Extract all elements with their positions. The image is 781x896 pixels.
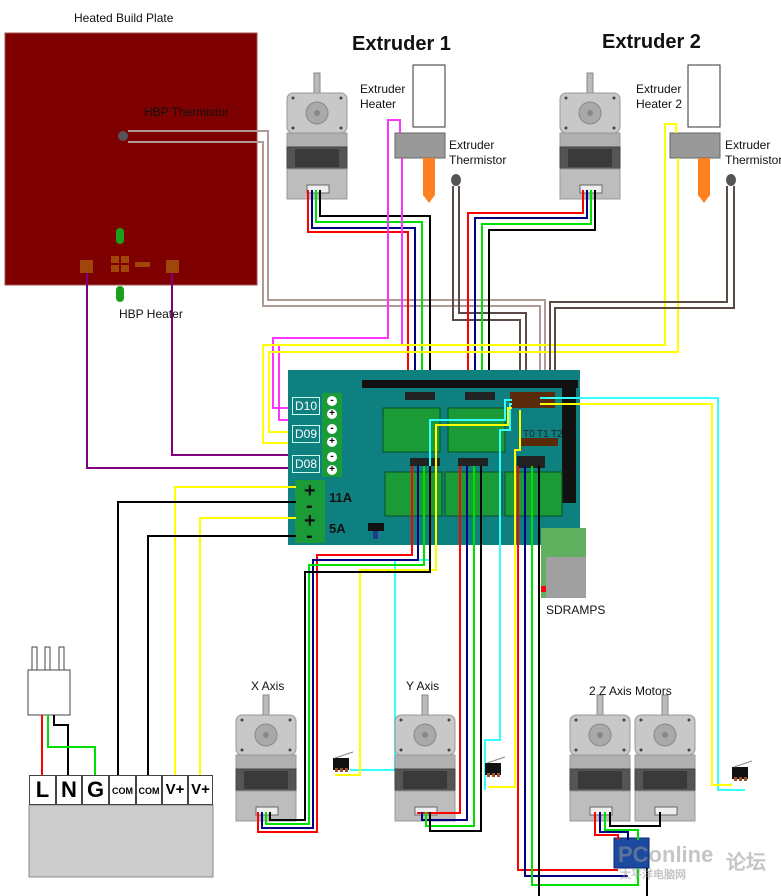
led-icon <box>116 286 124 302</box>
psu-terminal-l: L <box>29 775 56 805</box>
psu-terminal-vplus-1: V+ <box>162 775 188 805</box>
watermark-suffix: 论坛 <box>726 852 766 874</box>
z-axis-stepper-motor-1 <box>569 694 631 822</box>
z-axis-stepper-motor-2 <box>634 694 696 822</box>
power-supply <box>28 804 214 878</box>
stepper-driver <box>384 471 443 517</box>
psu-terminal-com-1: COM <box>109 775 136 805</box>
d09-minus: - <box>327 424 337 434</box>
extruder2-thermistor-label-line2: Thermistor <box>725 153 781 167</box>
hbp-pad-right <box>166 260 179 273</box>
extruder2-thermistor-label-line1: Extruder <box>725 138 771 152</box>
extruder1-thermistor <box>451 174 461 186</box>
watermark-sub: 太平洋电脑网 <box>620 869 686 881</box>
thermistor-t0-label: T0 <box>523 429 535 440</box>
thermistor-t2-label: T2 <box>551 429 563 440</box>
power-plug <box>27 669 71 716</box>
d10-plus: + <box>327 409 337 419</box>
stepper-driver <box>504 471 563 517</box>
extruder1-thermistor-label-line2: Thermistor <box>449 153 507 167</box>
x-axis-stepper-motor <box>235 694 297 822</box>
output-label-d10: D10 <box>292 397 320 415</box>
heated-build-plate-label: Heated Build Plate <box>74 11 174 25</box>
extruder1-stepper-motor <box>286 72 348 200</box>
extruder1-heater-label-line1: Extruder <box>360 82 406 96</box>
psu-terminal-n: N <box>56 775 82 805</box>
psu-terminal-g: G <box>82 775 109 805</box>
extruder2-heater-label-line2: Heater 2 <box>636 97 683 111</box>
extruder2-title: Extruder 2 <box>602 31 701 53</box>
y-axis-label: Y Axis <box>406 679 440 693</box>
extruder2-heater-block <box>669 132 721 159</box>
d10-minus: - <box>327 396 337 406</box>
heated-build-plate <box>4 32 258 286</box>
output-label-d08: D08 <box>292 455 320 473</box>
hbp-pad-left <box>80 260 93 273</box>
y-endstop-switch <box>484 756 506 778</box>
power-5a-minus: - <box>306 525 313 547</box>
hbp-thermistor-icon <box>118 131 128 141</box>
psu-terminal-vplus-2: V+ <box>188 775 213 805</box>
extruder1-hotend <box>412 64 446 128</box>
stepper-driver <box>382 407 441 453</box>
d08-minus: - <box>327 452 337 462</box>
stepper-driver <box>447 407 506 453</box>
extruder2-heater-label-line1: Extruder <box>636 82 682 96</box>
x-axis-label: X Axis <box>251 679 285 693</box>
d08-plus: + <box>327 465 337 475</box>
extruder2-thermistor <box>726 174 736 186</box>
led-icon <box>116 228 124 244</box>
extruder2-thermistor-label: Extruder Thermistor <box>725 138 781 168</box>
psu-terminal-com-2: COM <box>136 775 162 805</box>
power-11a-label: 11A <box>329 490 353 505</box>
hbp-thermistor-label: HBP Thermistor <box>144 105 229 119</box>
z-axis-label: 2 Z Axis Motors <box>589 684 672 698</box>
y-axis-stepper-motor <box>394 694 456 822</box>
z-endstop-switch <box>731 760 753 782</box>
extruder1-heater-block <box>394 132 446 159</box>
extruder1-thermistor-label: Extruder Thermistor <box>449 138 506 168</box>
thermistor-t1-label: T1 <box>537 429 549 440</box>
extruder1-heater-label-line2: Heater <box>360 97 397 111</box>
hbp-heater-label: HBP Heater <box>119 307 183 321</box>
extruder2-stepper-motor <box>559 72 621 200</box>
d09-plus: + <box>327 437 337 447</box>
power-5a-label: 5A <box>329 521 346 536</box>
power-11a-minus: - <box>306 495 313 517</box>
power-5a-plus: + <box>304 510 316 532</box>
extruder2-hotend <box>687 64 721 128</box>
extruder2-heater-label: Extruder Heater 2 <box>636 82 682 112</box>
power-terminal-block <box>295 480 325 543</box>
watermark-brand: PConline <box>618 842 714 867</box>
extruder1-heater-label: Extruder Heater <box>360 82 405 112</box>
extruder1-thermistor-label-line1: Extruder <box>449 138 495 152</box>
sdramps-label: SDRAMPS <box>546 603 606 617</box>
extruder1-title: Extruder 1 <box>352 33 451 55</box>
power-11a-plus: + <box>304 480 316 502</box>
power-jumper[interactable] <box>368 523 384 531</box>
output-label-d09: D09 <box>292 425 320 443</box>
z-splitter-board <box>613 837 650 869</box>
